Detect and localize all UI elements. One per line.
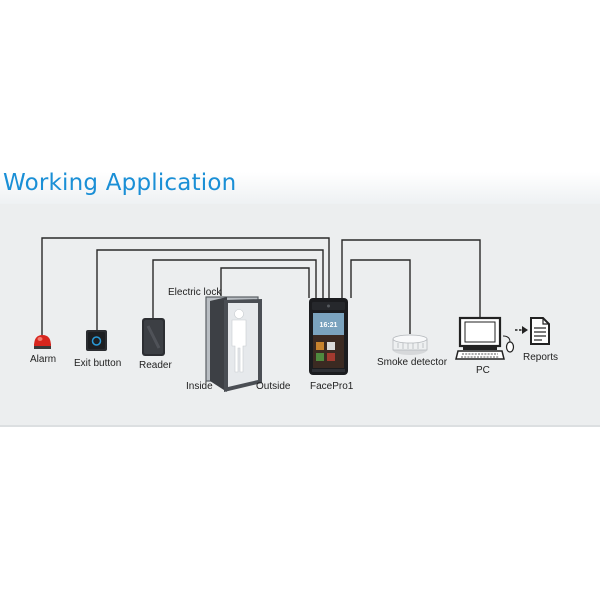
title-bar (0, 172, 600, 204)
smoke-detector-icon (392, 334, 428, 355)
pc-icon (455, 316, 505, 360)
person-icon (231, 309, 247, 373)
device-screen-time: 16:21 (320, 322, 338, 329)
smoke-detector-label: Smoke detector (377, 357, 448, 368)
electric-lock-label: Electric lock (168, 287, 222, 298)
mouse-icon (502, 335, 515, 353)
section-title: Working Application (3, 170, 237, 196)
inside-label: Inside (186, 381, 213, 392)
facepro-device-icon: 16:21 (309, 298, 348, 375)
outside-label: Outside (256, 381, 291, 392)
device-label: FacePro1 (310, 381, 354, 392)
wire-alarm (41, 237, 330, 338)
reader-label: Reader (139, 360, 172, 371)
wire-exit-button (96, 249, 324, 330)
wiring (41, 237, 481, 338)
pc-label: PC (476, 365, 490, 376)
alarm-icon (34, 335, 51, 349)
alarm-label: Alarm (30, 354, 56, 365)
reader-icon (142, 318, 165, 356)
arrow-icon (515, 326, 528, 334)
wire-pc (341, 239, 481, 318)
diagram-panel (0, 204, 600, 427)
door-icon (205, 296, 262, 392)
wire-electric-lock (220, 267, 310, 298)
exit-button-label: Exit button (74, 358, 121, 369)
reports-label: Reports (523, 352, 558, 363)
wire-smoke-detector (350, 259, 411, 334)
reports-icon (530, 317, 550, 345)
exit-button-icon (86, 330, 107, 351)
wire-reader (152, 259, 317, 318)
